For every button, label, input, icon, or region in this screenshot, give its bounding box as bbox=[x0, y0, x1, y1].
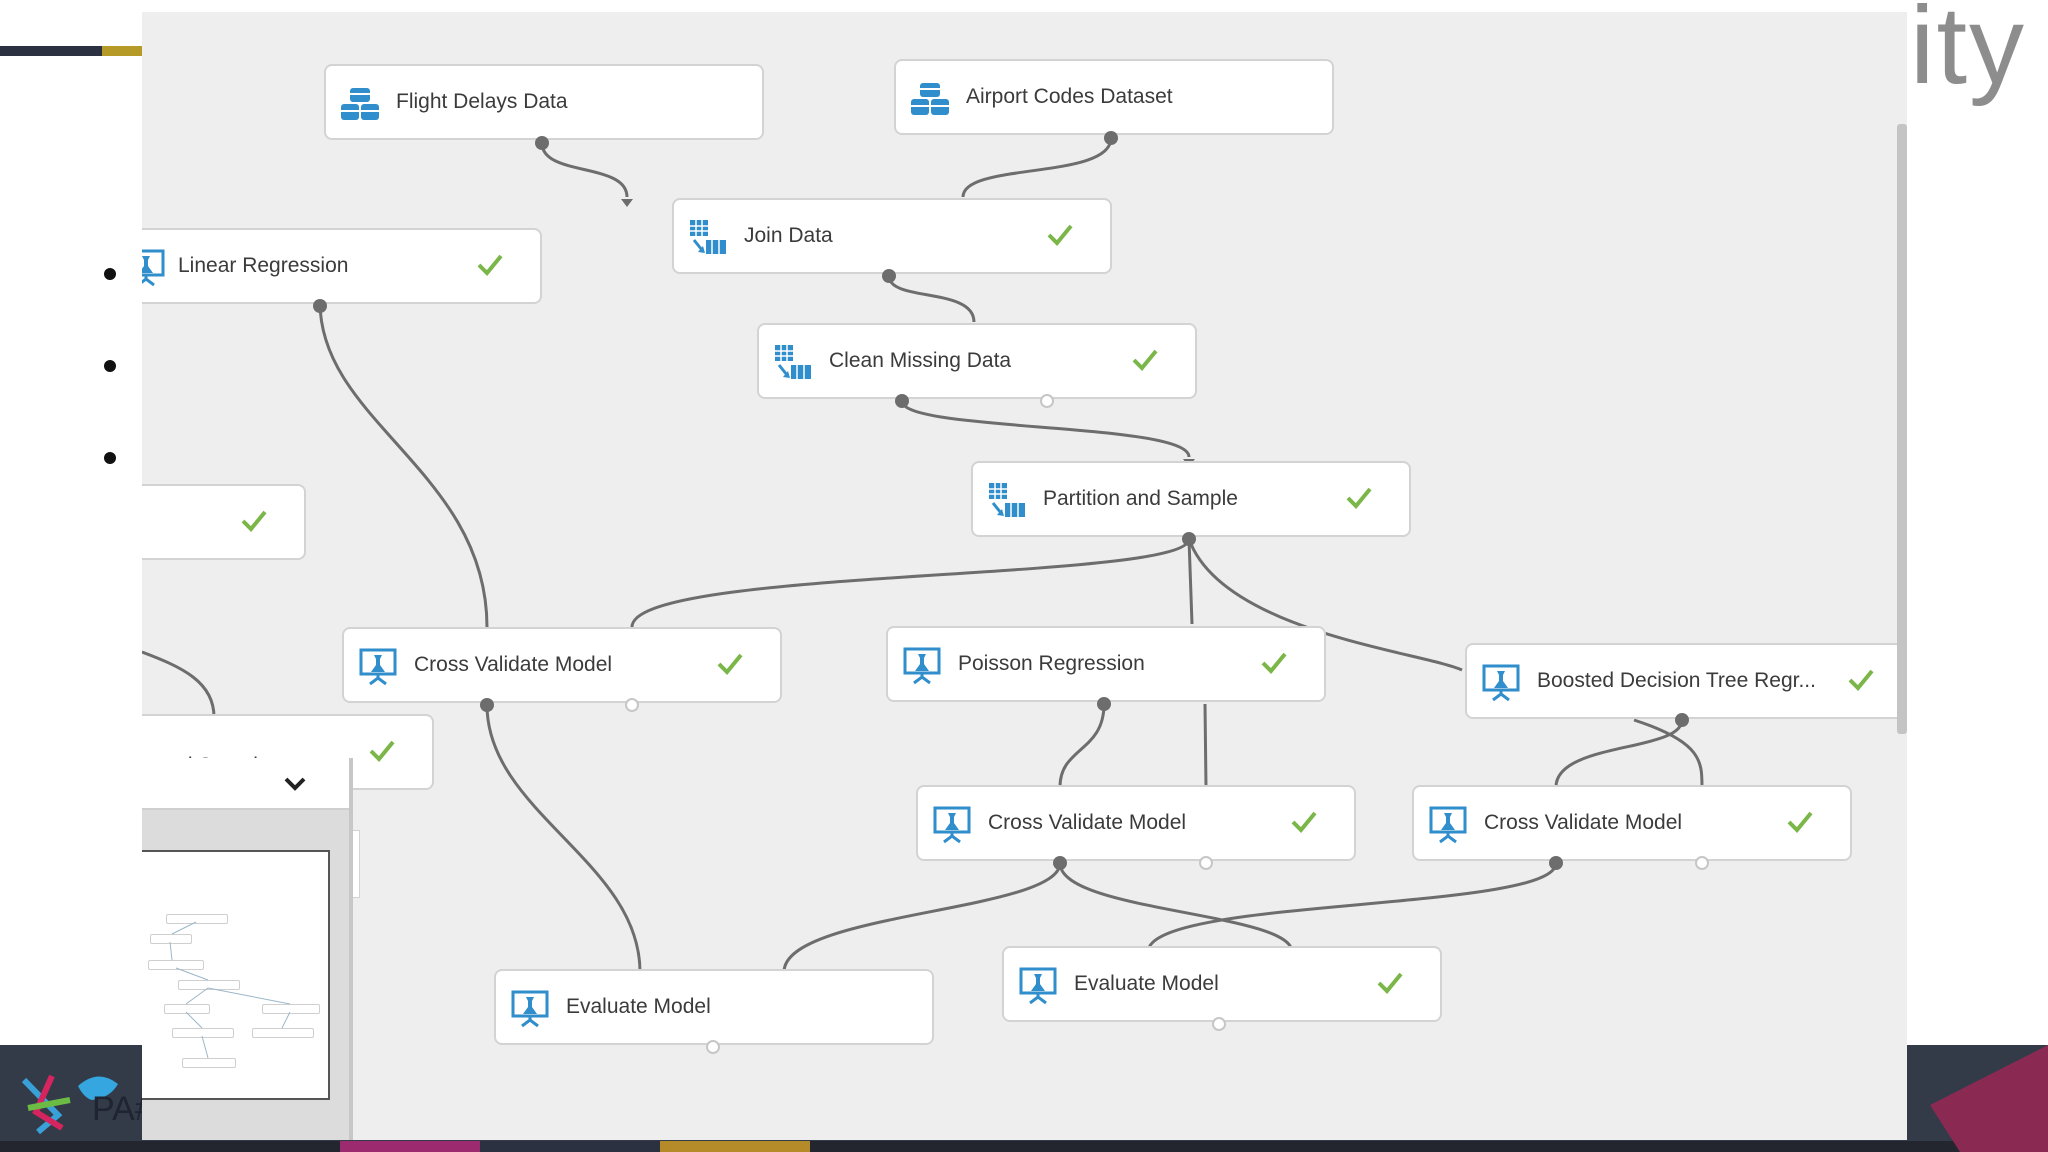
model-flask-icon bbox=[511, 990, 549, 1028]
module-clean-missing-data[interactable]: Clean Missing Data bbox=[757, 323, 1197, 399]
panel-edge bbox=[353, 830, 360, 898]
module-label: Cross Validate Model bbox=[988, 811, 1187, 834]
slide-bullet bbox=[104, 452, 116, 464]
output-port-secondary[interactable] bbox=[706, 1040, 720, 1054]
footer-decoration bbox=[1930, 1045, 2048, 1152]
minimap-edges bbox=[169, 921, 291, 1059]
checkmark-icon bbox=[369, 740, 395, 762]
module-label: Evaluate Model bbox=[1074, 972, 1219, 995]
slide-bullet bbox=[104, 360, 116, 372]
output-port[interactable] bbox=[535, 136, 549, 150]
output-port-secondary[interactable] bbox=[1040, 394, 1054, 408]
module-cross-validate-model[interactable]: Cross Validate Model bbox=[1412, 785, 1852, 861]
minimap-viewport[interactable] bbox=[142, 850, 330, 1100]
module-label: Cross Validate Model bbox=[1484, 811, 1683, 834]
module-label: Partition and Sample bbox=[1043, 487, 1238, 510]
module-label: Boosted Decision Tree Regr... bbox=[1537, 669, 1816, 692]
database-icon bbox=[341, 88, 379, 120]
output-port[interactable] bbox=[313, 299, 327, 313]
module-airport-codes-dataset[interactable]: Airport Codes Dataset bbox=[894, 59, 1334, 135]
module-label: Linear Regression bbox=[178, 254, 349, 277]
module-poisson-regression[interactable]: Poisson Regression bbox=[886, 626, 1326, 702]
module-evaluate-model[interactable]: Evaluate Model bbox=[494, 969, 934, 1045]
module-linear-regression[interactable]: Linear Regression bbox=[142, 228, 542, 304]
slide-bullet bbox=[104, 268, 116, 280]
checkmark-icon bbox=[1047, 224, 1073, 246]
checkmark-icon bbox=[477, 254, 503, 276]
database-icon bbox=[911, 83, 949, 115]
module-cross-validate-model[interactable]: Cross Validate Model bbox=[916, 785, 1356, 861]
checkmark-icon bbox=[1787, 811, 1813, 833]
experiment-canvas[interactable]: Flight Delays Data Airport Codes Dataset… bbox=[142, 12, 1907, 1140]
connection-edges bbox=[142, 137, 1708, 982]
model-flask-icon bbox=[1429, 806, 1467, 844]
module-evaluate-model[interactable]: Evaluate Model bbox=[1002, 946, 1442, 1022]
module-label: Flight Delays Data bbox=[396, 90, 568, 113]
table-transform-icon bbox=[775, 345, 811, 379]
checkmark-icon bbox=[1291, 811, 1317, 833]
model-flask-icon bbox=[1019, 967, 1057, 1005]
output-port[interactable] bbox=[1104, 131, 1118, 145]
chevron-down-icon[interactable] bbox=[282, 772, 308, 794]
output-port-secondary[interactable] bbox=[625, 698, 639, 712]
module-flight-delays-data[interactable]: Flight Delays Data bbox=[324, 64, 764, 140]
module-cross-validate-model[interactable]: Cross Validate Model bbox=[342, 627, 782, 703]
footer-logo-icon bbox=[21, 1074, 118, 1135]
slide-brand-text: ity bbox=[1910, 0, 2026, 107]
output-port[interactable] bbox=[1675, 713, 1689, 727]
module-label: Airport Codes Dataset bbox=[966, 85, 1173, 108]
checkmark-icon bbox=[1132, 349, 1158, 371]
table-transform-icon bbox=[989, 483, 1025, 517]
slide-top-accent-bar bbox=[0, 46, 142, 56]
output-port-secondary[interactable] bbox=[1695, 856, 1709, 870]
output-port[interactable] bbox=[882, 269, 896, 283]
module-label: Cross Validate Model bbox=[414, 653, 613, 676]
module-label: Poisson Regression bbox=[958, 652, 1145, 675]
checkmark-icon bbox=[1848, 669, 1874, 691]
module-label: Evaluate Model bbox=[566, 995, 711, 1018]
output-port[interactable] bbox=[1549, 856, 1563, 870]
output-port[interactable] bbox=[480, 698, 494, 712]
output-port[interactable] bbox=[1053, 856, 1067, 870]
module-label: Join Data bbox=[744, 224, 833, 247]
table-transform-icon bbox=[690, 220, 726, 254]
output-port[interactable] bbox=[1097, 697, 1111, 711]
checkmark-icon bbox=[1346, 487, 1372, 509]
model-flask-icon bbox=[933, 806, 971, 844]
minimap-panel[interactable] bbox=[142, 758, 353, 1140]
output-port-secondary[interactable] bbox=[1212, 1017, 1226, 1031]
minimap-header bbox=[142, 758, 349, 810]
module-boosted-decision-tree-regression[interactable]: Boosted Decision Tree Regr... bbox=[1465, 643, 1905, 719]
canvas-vertical-scrollbar[interactable] bbox=[1897, 124, 1907, 734]
output-port[interactable] bbox=[1182, 532, 1196, 546]
model-flask-icon bbox=[903, 647, 941, 685]
module-label: Clean Missing Data bbox=[829, 349, 1012, 372]
checkmark-icon bbox=[1377, 972, 1403, 994]
output-port[interactable] bbox=[895, 394, 909, 408]
module-join-data[interactable]: Join Data bbox=[672, 198, 1112, 274]
checkmark-icon bbox=[1261, 652, 1287, 674]
checkmark-icon bbox=[241, 510, 267, 532]
output-port-secondary[interactable] bbox=[1199, 856, 1213, 870]
model-flask-icon bbox=[142, 249, 165, 287]
module-partition-and-sample[interactable]: Partition and Sample bbox=[971, 461, 1411, 537]
model-flask-icon bbox=[359, 648, 397, 686]
model-flask-icon bbox=[1482, 664, 1520, 702]
checkmark-icon bbox=[717, 653, 743, 675]
module-partial-unlabeled[interactable] bbox=[142, 484, 306, 560]
